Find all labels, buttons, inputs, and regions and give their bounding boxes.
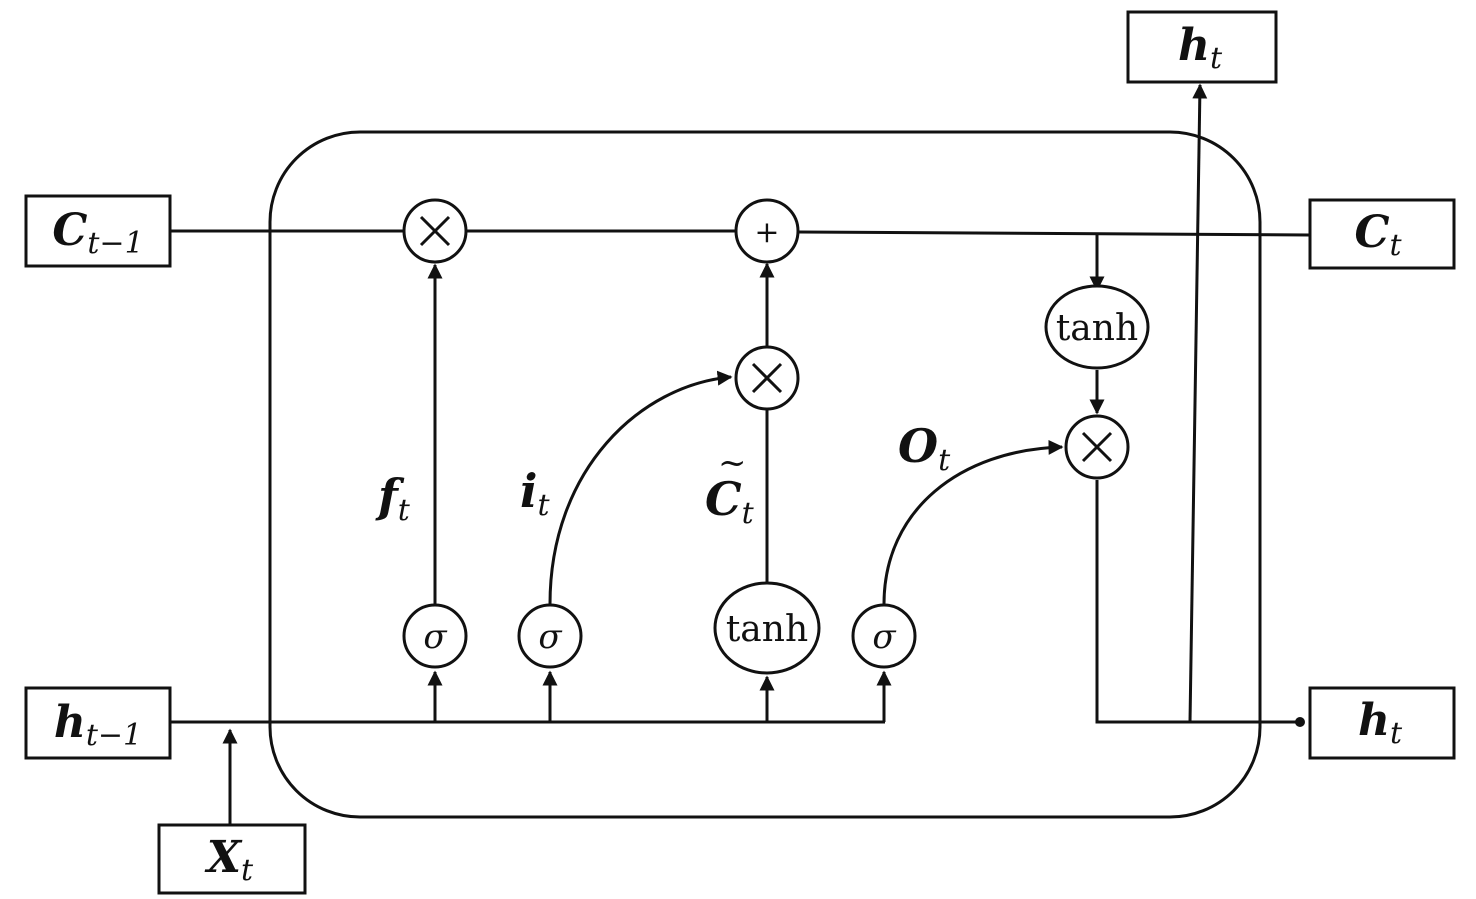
add-symbol: + (754, 215, 779, 250)
cell-state-line-c (798, 230, 1311, 237)
h-out-right-box: ht (1308, 686, 1456, 760)
candidate-tilde: ~ (718, 443, 747, 483)
output-sigma-node: σ (851, 603, 917, 669)
output-sigma-symbol: σ (872, 617, 896, 657)
add-node: + (734, 198, 800, 264)
forget-sigma-symbol: σ (423, 617, 447, 657)
candidate-label: Ct (705, 472, 755, 531)
svg-text:Ct: Ct (1354, 207, 1402, 263)
input-multiply-node (734, 345, 800, 411)
svg-text:Xt: Xt (204, 832, 254, 888)
output-multiply-node (1064, 414, 1130, 480)
svg-text:ht−1: ht−1 (54, 697, 142, 753)
forget-sigma-node: σ (402, 603, 468, 669)
svg-text:Ct−1: Ct−1 (52, 205, 143, 261)
svg-text:ht: ht (1178, 20, 1223, 76)
c-prev-box: Ct−1 (24, 194, 172, 268)
output-junction-dot (1295, 717, 1305, 727)
forget-multiply-node (402, 198, 468, 264)
svg-text:ht: ht (1358, 695, 1403, 751)
output-gate-curve (882, 439, 1064, 605)
input-sigma-node: σ (517, 603, 583, 669)
cell-boundary (268, 130, 1262, 819)
candidate-tanh-node: tanh (713, 581, 821, 675)
c-out-box: Ct (1308, 198, 1456, 270)
output-gate-label: Ot (898, 419, 951, 478)
input-sigma-symbol: σ (538, 617, 562, 657)
x-input-box: Xt (157, 823, 307, 895)
input-gate-curve (548, 370, 733, 605)
h-up-line (1188, 83, 1208, 723)
forget-gate-label: ft (375, 469, 411, 528)
h-out-top-box: ht (1126, 10, 1278, 84)
output-to-h-line (1095, 480, 1302, 724)
candidate-tanh-label: tanh (726, 609, 808, 650)
h-prev-box: ht−1 (24, 686, 172, 760)
cell-tanh-label: tanh (1056, 308, 1138, 349)
cell-tanh-node: tanh (1044, 284, 1150, 370)
input-gate-label: it (520, 464, 550, 523)
